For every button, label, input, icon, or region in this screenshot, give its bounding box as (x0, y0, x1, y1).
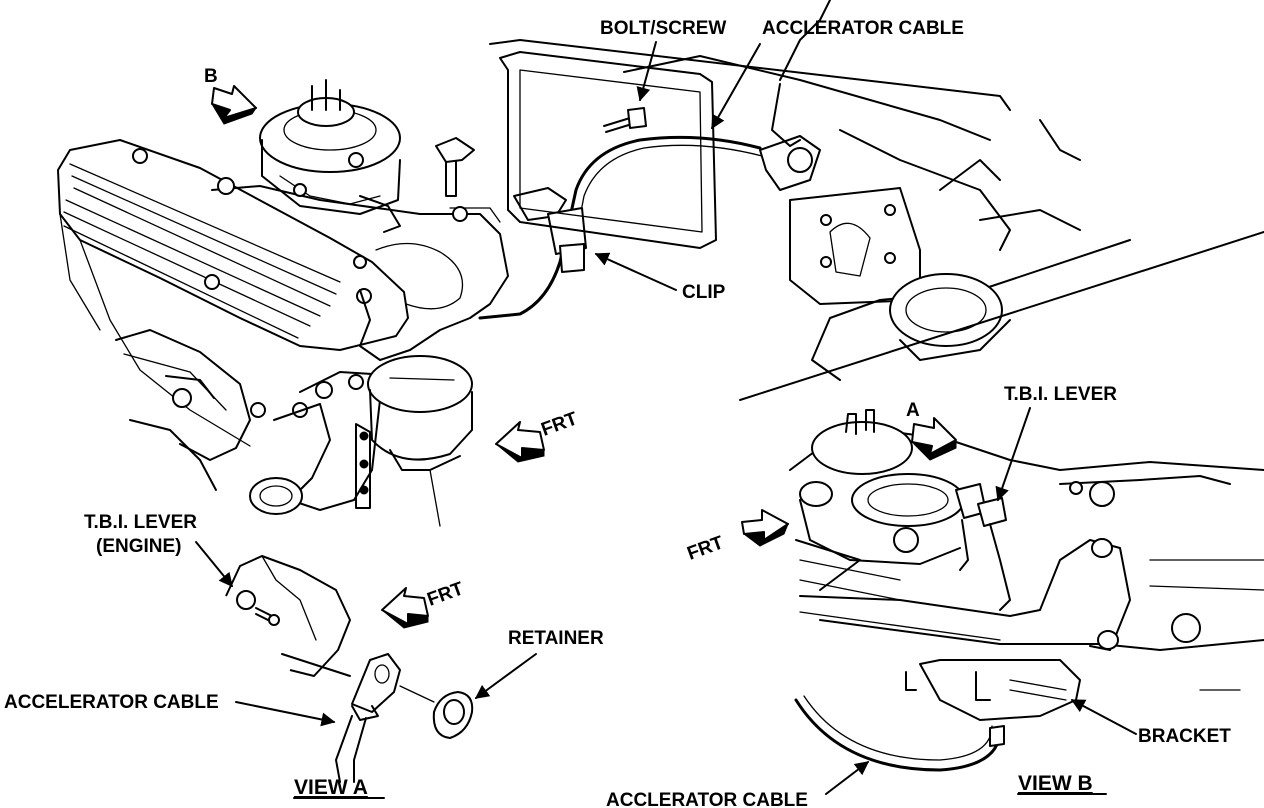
leader-arrow-icon (195, 41, 1137, 795)
label-view-a: VIEW A (294, 776, 368, 799)
firewall-panel (489, 0, 1264, 401)
label-accelerator-cable-top: ACCLERATOR CABLE (762, 18, 964, 39)
label-view-b-pointer: B (204, 66, 218, 87)
label-tbi-lever-b: T.B.I. LEVER (1004, 384, 1117, 405)
label-frt-engine: FRT (539, 408, 581, 441)
label-view-a-pointer: A (906, 400, 920, 421)
direction-arrow-icon (910, 417, 957, 461)
label-view-b: VIEW B (1018, 772, 1093, 795)
label-bolt-screw: BOLT/SCREW (600, 18, 726, 39)
view-b-illustration (789, 409, 1264, 772)
direction-arrow-icon (741, 509, 790, 547)
label-clip: CLIP (682, 282, 726, 303)
direction-arrow-icon (495, 421, 545, 463)
direction-arrow-icon (381, 587, 429, 629)
label-tbi-lever-a: T.B.I. LEVER (84, 512, 197, 533)
view-a-illustration (225, 555, 474, 783)
bolt-screw-part (603, 107, 647, 133)
direction-arrow-icon (210, 85, 258, 125)
label-accelerator-cable-a: ACCELERATOR CABLE (4, 692, 219, 713)
label-bracket: BRACKET (1138, 726, 1231, 747)
label-frt-view-a: FRT (425, 578, 467, 611)
label-retainer: RETAINER (508, 628, 604, 649)
engine-illustration (57, 79, 509, 527)
label-tbi-lever-a-engine: (ENGINE) (96, 536, 182, 557)
label-accelerator-cable-b: ACCLERATOR CABLE (606, 790, 808, 808)
label-frt-view-b: FRT (685, 532, 727, 565)
